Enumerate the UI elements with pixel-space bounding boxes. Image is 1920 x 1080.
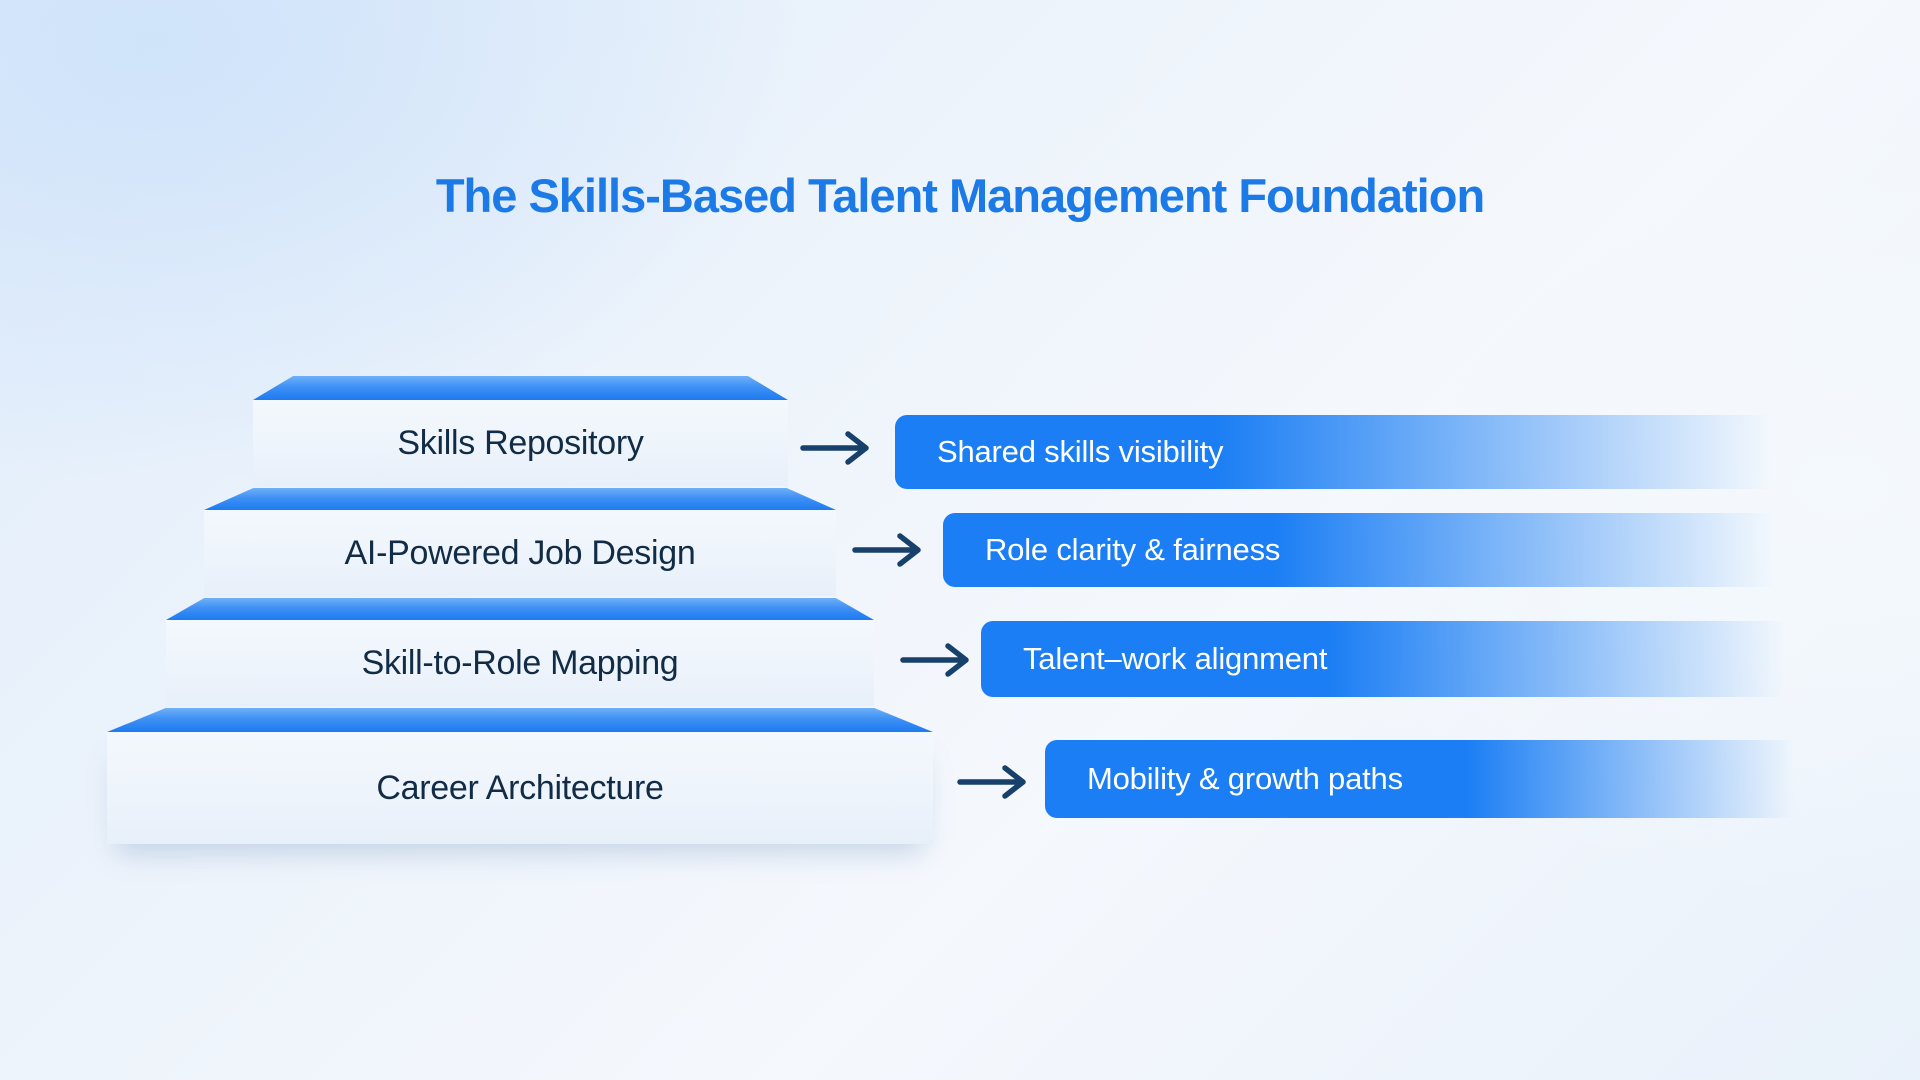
outcome-label: Mobility & growth paths	[1087, 761, 1403, 796]
diagram-title: The Skills-Based Talent Management Found…	[435, 169, 1485, 222]
outcome-bar-mobility-growth-paths: Mobility & growth paths	[1045, 740, 1810, 818]
tier-top-face	[107, 708, 933, 732]
outcome-bar-shared-skills-visibility: Shared skills visibility	[895, 415, 1810, 489]
tier-top-face	[204, 488, 836, 510]
pyramid-tier-skills-repository: Skills Repository	[253, 376, 788, 486]
tier-front-face: Career Architecture	[107, 732, 933, 844]
arrow-right-icon	[900, 643, 969, 677]
arrow-right-icon	[852, 533, 921, 567]
tier-front-face: Skills Repository	[253, 400, 788, 486]
pyramid-tier-skill-to-role-mapping: Skill-to-Role Mapping	[166, 598, 874, 706]
outcome-bar-role-clarity-fairness: Role clarity & fairness	[943, 513, 1810, 587]
pyramid-tier-career-architecture: Career Architecture	[107, 708, 933, 844]
tier-front-face: AI-Powered Job Design	[204, 510, 836, 596]
outcome-label: Role clarity & fairness	[985, 532, 1281, 567]
pyramid-tier-ai-powered-job-design: AI-Powered Job Design	[204, 488, 836, 596]
tier-label: Skill-to-Role Mapping	[361, 643, 679, 682]
tier-label: Career Architecture	[376, 768, 664, 807]
tier-label: Skills Repository	[397, 423, 644, 462]
arrow-right-icon	[957, 765, 1026, 799]
tier-front-face: Skill-to-Role Mapping	[166, 620, 874, 706]
outcome-bar-talent-work-alignment: Talent–work alignment	[981, 621, 1810, 697]
tier-top-face	[253, 376, 788, 400]
arrow-right-icon	[800, 431, 869, 465]
tier-label: AI-Powered Job Design	[344, 533, 696, 572]
tier-top-face	[166, 598, 874, 620]
outcome-label: Talent–work alignment	[1023, 641, 1328, 676]
outcome-label: Shared skills visibility	[937, 434, 1224, 469]
